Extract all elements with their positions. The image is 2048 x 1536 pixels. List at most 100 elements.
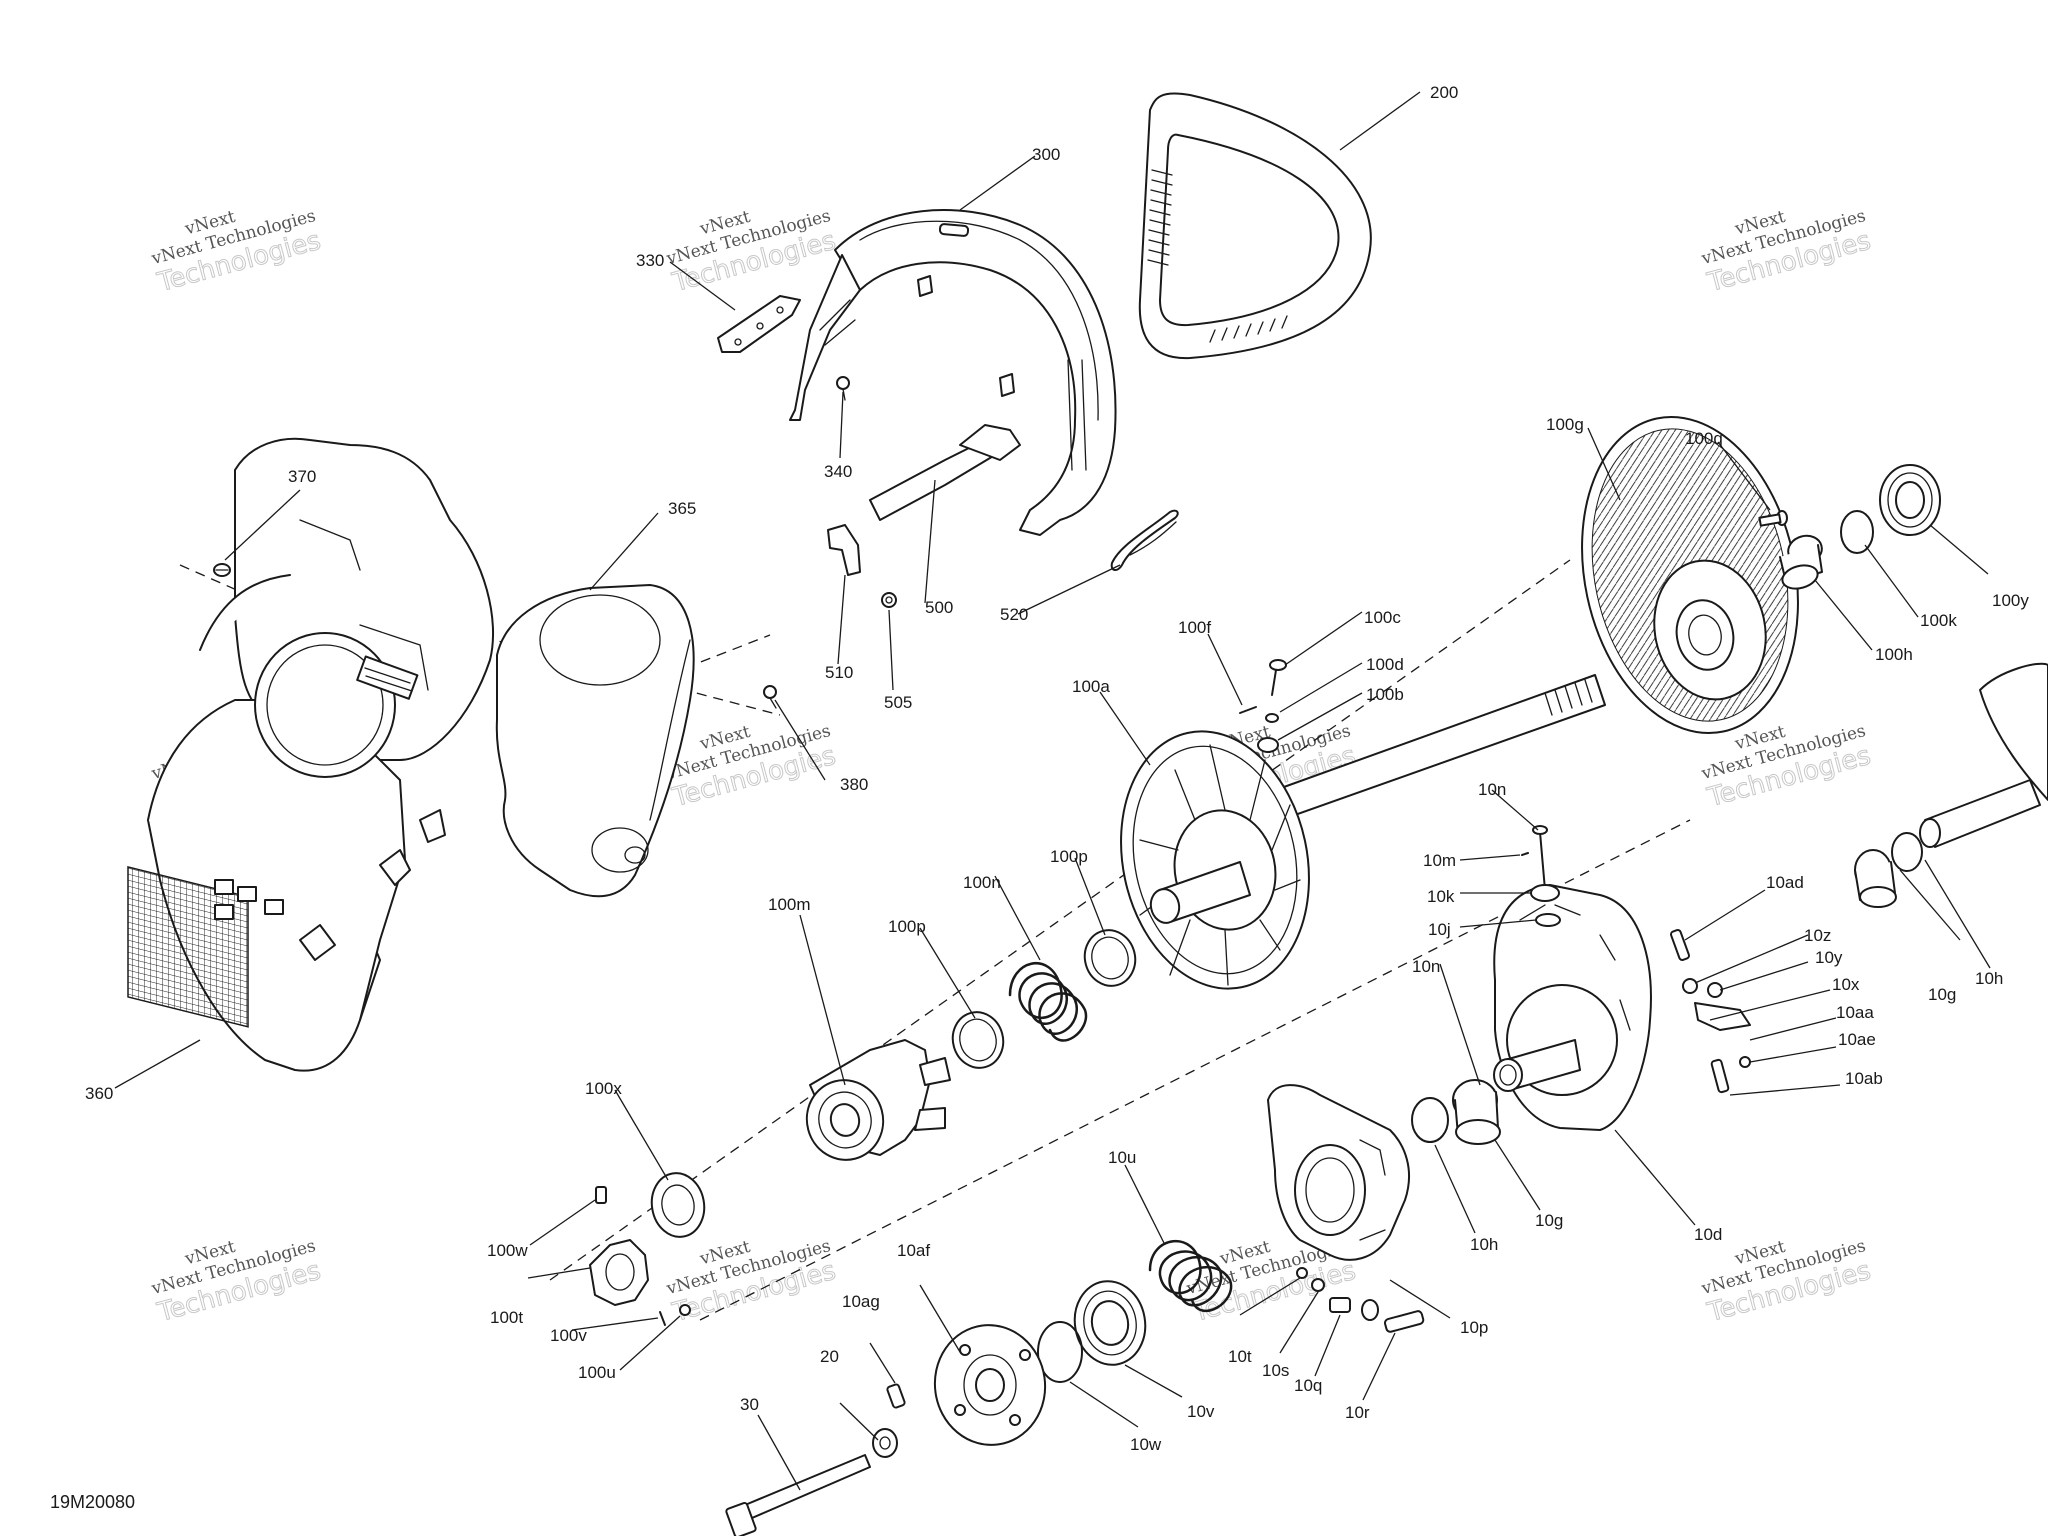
callout-10m: 10m [1423,851,1456,870]
part-360-housing [127,437,494,1072]
part-10af-plate [933,1324,1047,1446]
part-100h-bushing [1779,534,1823,590]
callout-100f: 100f [1178,618,1211,637]
part-10ab-bolt [1710,1058,1730,1094]
callout-100p-left: 100p [888,917,926,936]
part-100b-roller [1257,737,1279,753]
part-10r-pin [1383,1310,1425,1333]
callout-100u: 100u [578,1363,616,1382]
part-10g-bushing-upper [1854,849,1897,908]
part-10z-10y-hardware [1682,978,1723,998]
callout-10n-lower: 10n [1412,957,1440,976]
part-100w-screw [595,1186,607,1204]
callout-100g: 100g [1546,415,1584,434]
part-370-grommet [213,563,231,577]
callout-500: 500 [925,598,953,617]
callout-100n: 100n [963,873,1001,892]
callout-365: 365 [668,499,696,518]
callout-10y: 10y [1815,948,1843,967]
callout-340: 340 [824,462,852,481]
part-10k-roller [1530,884,1560,902]
callout-10q: 10q [1294,1376,1322,1395]
part-10p-hub [1267,1084,1410,1261]
callout-10p: 10p [1460,1318,1488,1337]
part-10ag-stud [886,1383,906,1409]
part-100f-pin [1239,706,1257,714]
part-505-nut [881,592,897,608]
callout-300: 300 [1032,145,1060,164]
part-300-belt-guard [789,209,1117,536]
callout-100q: 100q [1685,429,1723,448]
part-100m-spider [805,1039,951,1161]
part-10g-bushing-lower [1452,1079,1501,1145]
callout-10r: 10r [1345,1403,1370,1422]
callout-10ag: 10ag [842,1292,880,1311]
callout-10w: 10w [1130,1435,1162,1454]
part-30-bolt [725,1454,871,1536]
callout-10g-upper: 10g [1928,985,1956,1004]
callout-10x: 10x [1832,975,1860,994]
part-10ae-screw [1739,1056,1751,1068]
callout-505: 505 [884,693,912,712]
part-10w-snap-ring [1037,1321,1083,1383]
part-100y-seal [1879,464,1941,536]
part-10ad-pin [1670,929,1690,961]
callout-330: 330 [636,251,664,270]
callout-10af: 10af [897,1241,930,1260]
callout-10d: 10d [1694,1225,1722,1244]
callout-100a: 100a [1072,677,1110,696]
callout-380: 380 [840,775,868,794]
part-100n-spring [1008,962,1088,1042]
part-10u-spring [1148,1239,1233,1313]
part-10n-pin-upper [1532,825,1548,891]
callout-10ab: 10ab [1845,1069,1883,1088]
callout-10ae: 10ae [1838,1030,1876,1049]
callout-10h-upper: 10h [1975,969,2003,988]
part-10j-washer [1535,913,1561,927]
callout-100b: 100b [1366,685,1404,704]
callout-100h: 100h [1875,645,1913,664]
part-10h-ring-lower [1411,1097,1449,1143]
part-380-screw [763,685,777,709]
part-100v-pin [659,1311,666,1326]
part-20-washer [872,1428,898,1458]
part-100u-screw [679,1304,691,1316]
callout-10h-lower: 10h [1470,1235,1498,1254]
part-100q-pin [1758,510,1788,527]
part-100c-screw [1269,659,1287,696]
callout-510: 510 [825,663,853,682]
watermark: vNext vNext Technologies Technologies [1699,206,1875,299]
callout-10z: 10z [1804,926,1831,945]
part-10d-cover [1493,884,1652,1131]
part-10s-washer [1311,1278,1325,1292]
callout-100x: 100x [585,1079,622,1098]
callout-100y: 100y [1992,591,2029,610]
callout-100c: 100c [1364,608,1401,627]
callout-20: 20 [820,1347,839,1366]
part-100t-retainer [589,1239,649,1306]
watermark: vNext vNext Technologies Technologies [664,206,840,299]
callout-100d: 100d [1366,655,1404,674]
callout-10ad: 10ad [1766,873,1804,892]
watermark: vNext vNext Technologies Technologies [149,1236,325,1329]
callout-10t: 10t [1228,1347,1252,1366]
part-500-latch-plate [869,424,1021,521]
leader-lines [114,91,1991,1491]
callout-10n-upper: 10n [1478,780,1506,799]
callout-100w: 100w [487,1241,528,1260]
part-100a-moving-sheave [1120,730,1310,990]
part-510-hook [827,524,861,576]
callout-10u: 10u [1108,1148,1136,1167]
callout-370: 370 [288,467,316,486]
callout-360: 360 [85,1084,113,1103]
callout-10s: 10s [1262,1361,1289,1380]
part-365-inner-cover [495,584,695,898]
part-100d-washer [1265,713,1279,723]
part-10q-bushing [1329,1297,1379,1321]
part-100k-snap-ring [1840,510,1874,554]
part-10-tube [1919,662,2048,848]
callout-10j: 10j [1428,920,1451,939]
callout-100v: 100v [550,1326,587,1345]
part-10t-screw [1296,1267,1308,1279]
